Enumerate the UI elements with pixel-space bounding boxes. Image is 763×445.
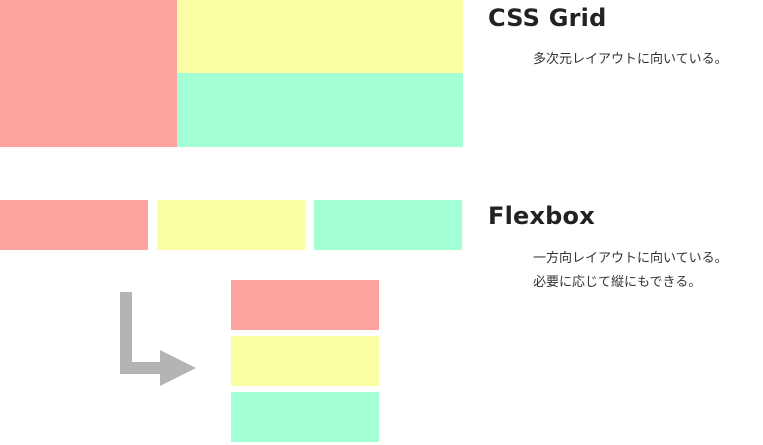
grid-cell-green [177, 73, 463, 147]
flex-title: Flexbox [488, 202, 595, 230]
grid-description: 多次元レイアウトに向いている。 [533, 48, 728, 72]
turn-arrow-icon [120, 292, 196, 386]
grid-description-line: 多次元レイアウトに向いている。 [533, 52, 728, 67]
flex-row-item-green [314, 200, 462, 250]
grid-cell-yellow [177, 0, 463, 73]
flex-row-item-red [0, 200, 148, 250]
flex-description-line-1: 一方向レイアウトに向いている。 [533, 251, 728, 266]
flex-row-item-yellow [157, 200, 305, 250]
grid-title: CSS Grid [488, 4, 607, 32]
flex-description-line-2: 必要に応じて縦にもできる。 [533, 275, 702, 290]
flex-column-item-red [231, 280, 379, 330]
flex-column-item-green [231, 392, 379, 442]
flex-column-item-yellow [231, 336, 379, 386]
flex-description: 一方向レイアウトに向いている。 必要に応じて縦にもできる。 [533, 247, 728, 295]
grid-cell-red [0, 0, 177, 147]
